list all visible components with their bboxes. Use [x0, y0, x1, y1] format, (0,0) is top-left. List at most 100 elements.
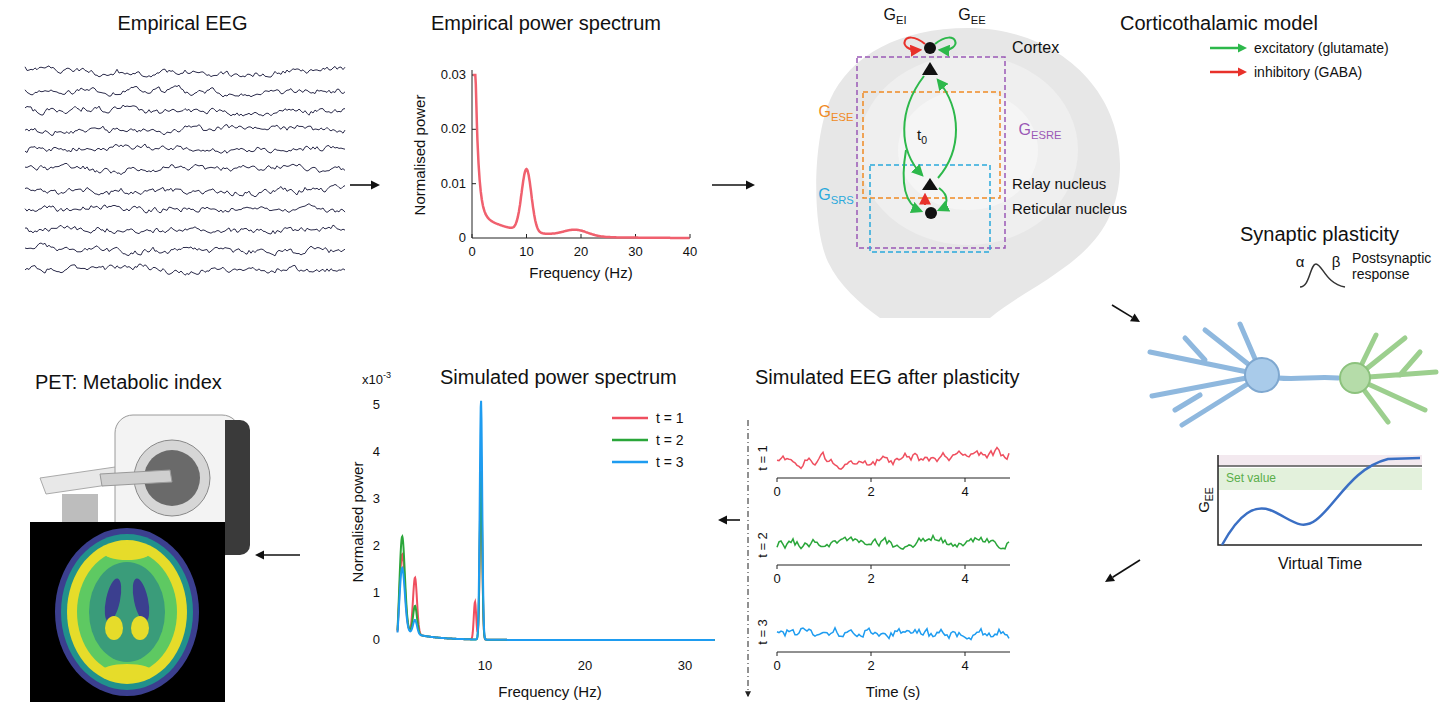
superscript: -3	[383, 370, 391, 380]
legend-line-part	[612, 439, 648, 442]
structure-label: Relay nucleus	[1012, 175, 1106, 192]
tick-label: 2	[867, 572, 874, 587]
subscript: EI	[896, 14, 907, 26]
tick-label: 4	[373, 445, 380, 460]
region-boxes	[857, 57, 1005, 252]
flow-arrow	[712, 181, 755, 190]
axis-title: GEE	[1195, 487, 1212, 513]
panel-region: Empirical EEG	[15, 5, 350, 290]
eeg-trace	[25, 144, 345, 153]
pet-image-part	[103, 544, 151, 560]
eeg-trace	[25, 85, 345, 97]
simulated-spectrum-curves	[398, 401, 715, 640]
region-boxes-part	[870, 165, 990, 252]
set-value-label: Set value	[1226, 472, 1276, 486]
pet-image-part	[105, 616, 123, 640]
circuit-part	[938, 80, 956, 178]
flow-line	[1112, 305, 1132, 317]
tick-label: 0.01	[441, 177, 466, 192]
tick-label: 20	[574, 245, 588, 260]
scale-label: x10-3	[362, 373, 391, 388]
curve-label: Postsynaptic response	[1352, 250, 1445, 282]
parameter-label: β	[1332, 253, 1341, 270]
circuit-part	[922, 62, 938, 75]
eeg-trace	[25, 204, 345, 213]
legend-arrow-part	[1210, 47, 1240, 50]
panel-title: Empirical EEG	[15, 11, 350, 35]
plasticity-graph-part	[1218, 465, 1422, 467]
panel-region: Corticothalamic model	[755, 5, 1127, 305]
legend-arrow-part	[1238, 68, 1247, 77]
legend-arrow	[1208, 41, 1248, 55]
tick-label: 0.02	[441, 122, 466, 137]
panel-title: Empirical power spectrum	[380, 11, 712, 35]
time-step-label: t = 1	[756, 445, 771, 471]
axis-title: Frequency (Hz)	[529, 264, 632, 281]
pet-image-part	[67, 540, 187, 684]
tick-label: 4	[961, 659, 968, 674]
panel-region: PET: Metabolic index	[15, 360, 255, 705]
neuron-blue	[1150, 324, 1338, 425]
tick-label: 3	[373, 492, 380, 507]
circuit-part	[925, 207, 937, 219]
pet-image-part	[55, 528, 199, 696]
gain-label: GEI	[883, 6, 906, 24]
plasticity-graph-part	[1222, 458, 1420, 545]
tick-label: 0	[773, 485, 780, 500]
legend-arrow-part	[1238, 44, 1247, 53]
plasticity-graph	[1218, 455, 1422, 545]
delay-label: t0	[917, 126, 927, 143]
pet-image-part	[89, 562, 165, 662]
simulated-spectrum-curve	[398, 471, 715, 640]
time-step-label: t = 2	[756, 532, 771, 558]
neuron-green-part	[1340, 363, 1370, 393]
plasticity-graph-part	[1218, 468, 1422, 490]
eeg-trace	[25, 105, 345, 116]
legend-line-part	[612, 461, 648, 464]
circuit-part	[904, 76, 924, 175]
axis-title: Normalised power	[349, 462, 366, 583]
pet-image-part	[77, 550, 177, 674]
simulated-spectrum-curve	[398, 485, 715, 640]
eeg-trace	[25, 243, 345, 256]
legend-text: t = 1	[656, 410, 684, 427]
tick-label: 1	[373, 586, 380, 601]
tick-label: 40	[683, 245, 697, 260]
eeg-traces	[25, 66, 345, 275]
simulated-spectrum-curve	[398, 401, 715, 640]
circuit-part	[904, 150, 921, 211]
eeg-trace	[25, 164, 345, 175]
circuit-part	[924, 42, 936, 54]
tick-label: 10	[478, 659, 492, 674]
legend-line-part	[612, 417, 648, 420]
panel-region: Empirical power spectrum	[380, 5, 712, 285]
subscript: EE	[971, 14, 986, 26]
legend-text: t = 2	[656, 432, 684, 449]
pet-scanner-part	[225, 420, 250, 555]
subscript: EE	[1203, 487, 1215, 501]
time-step-label: t = 3	[756, 619, 771, 645]
pet-image-part	[131, 616, 149, 640]
eeg-trace	[25, 125, 345, 136]
legend-text: t = 3	[656, 454, 684, 471]
tick-label: 0	[468, 245, 475, 260]
plasticity-graph-part	[1218, 455, 1422, 466]
circuit-part	[939, 188, 947, 210]
brain-outline-part	[816, 28, 1120, 318]
region-boxes-part	[863, 92, 1000, 198]
pet-image-part	[30, 522, 225, 702]
pet-image-part	[101, 664, 153, 680]
neuron-blue-part	[1278, 377, 1338, 378]
tick-label: 0	[773, 659, 780, 674]
pet-scanner-part	[100, 470, 172, 486]
arrowhead	[718, 516, 727, 525]
flow-line	[350, 184, 371, 186]
flow-arrow	[1112, 305, 1140, 322]
brain-outline	[816, 28, 1120, 318]
eeg-trace	[25, 225, 345, 234]
structure-label: Reticular nucleus	[1012, 200, 1127, 217]
circuit-part	[905, 38, 925, 50]
gain-label: GESRE	[1019, 121, 1062, 139]
